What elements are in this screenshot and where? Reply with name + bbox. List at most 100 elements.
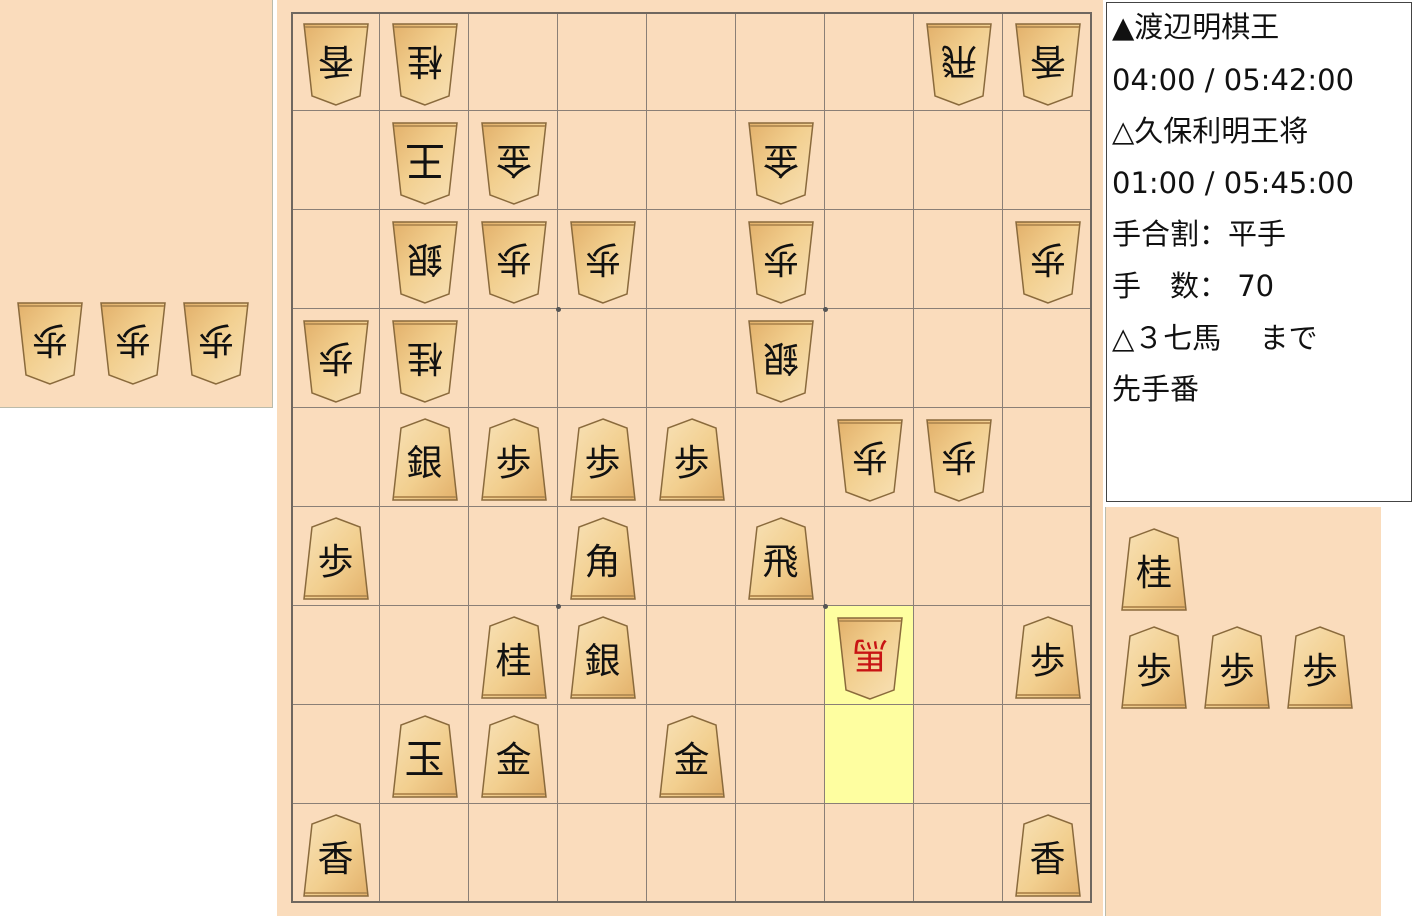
board-square[interactable] [825,408,914,507]
board-square[interactable] [558,804,647,903]
board-square[interactable] [469,606,558,705]
board-square[interactable] [825,705,914,804]
board-square[interactable] [647,705,736,804]
gote-piece[interactable]: 銀 [391,219,459,305]
board-square[interactable] [291,12,380,111]
board-square[interactable] [558,12,647,111]
board-square[interactable] [469,210,558,309]
board-square[interactable] [914,804,1003,903]
board-square[interactable] [380,408,469,507]
board-square[interactable] [469,12,558,111]
board-square[interactable] [380,804,469,903]
gote-piece[interactable]: 歩 [1014,219,1082,305]
board-square[interactable] [647,804,736,903]
board-square[interactable] [558,210,647,309]
board-square[interactable] [914,507,1003,606]
sente-piece[interactable]: 桂 [1120,527,1188,613]
board-square[interactable] [291,705,380,804]
board-square[interactable] [380,507,469,606]
shogi-board[interactable]: 香桂飛香王金金銀歩歩歩歩歩桂銀銀歩歩歩歩歩歩角飛桂銀馬歩玉金金香香 [291,12,1092,903]
gote-piece[interactable]: 歩 [925,417,993,503]
board-square[interactable] [647,12,736,111]
board-square[interactable] [736,804,825,903]
board-square[interactable] [736,210,825,309]
gote-piece[interactable]: 桂 [391,318,459,404]
gote-piece[interactable]: 歩 [569,219,637,305]
sente-piece[interactable]: 歩 [1120,625,1188,711]
sente-piece[interactable]: 歩 [1203,625,1271,711]
gote-piece[interactable]: 歩 [99,300,167,386]
gote-piece[interactable]: 歩 [16,300,84,386]
gote-piece[interactable]: 香 [1014,21,1082,107]
gote-piece[interactable]: 香 [302,21,370,107]
board-square[interactable] [647,210,736,309]
board-square[interactable] [1003,705,1092,804]
board-square[interactable] [380,705,469,804]
board-square[interactable] [558,408,647,507]
sente-piece[interactable]: 角 [569,516,637,602]
sente-piece[interactable]: 歩 [480,417,548,503]
board-square[interactable] [736,705,825,804]
board-square[interactable] [914,210,1003,309]
board-square[interactable] [380,606,469,705]
sente-piece[interactable]: 歩 [1014,615,1082,701]
gote-piece[interactable]: 歩 [747,219,815,305]
sente-piece[interactable]: 玉 [391,714,459,800]
board-square[interactable] [914,309,1003,408]
board-square[interactable] [469,111,558,210]
board-square[interactable] [469,705,558,804]
sente-piece[interactable]: 歩 [1286,625,1354,711]
sente-piece[interactable]: 歩 [302,516,370,602]
board-square[interactable] [380,210,469,309]
board-square[interactable] [647,507,736,606]
sente-piece[interactable]: 金 [480,714,548,800]
board-square[interactable] [380,309,469,408]
board-square[interactable] [647,408,736,507]
board-square[interactable] [1003,111,1092,210]
sente-piece[interactable]: 香 [302,813,370,899]
board-square[interactable] [647,111,736,210]
sente-piece[interactable]: 桂 [480,615,548,701]
gote-piece[interactable]: 金 [480,120,548,206]
board-square[interactable] [558,606,647,705]
board-square[interactable] [291,507,380,606]
board-square[interactable] [825,12,914,111]
board-square[interactable] [914,12,1003,111]
board-square[interactable] [469,309,558,408]
board-square[interactable] [825,210,914,309]
sente-piece[interactable]: 歩 [658,417,726,503]
board-square[interactable] [736,606,825,705]
board-square[interactable] [469,408,558,507]
sente-piece[interactable]: 香 [1014,813,1082,899]
gote-piece[interactable]: 金 [747,120,815,206]
board-square[interactable] [291,309,380,408]
board-square[interactable] [380,12,469,111]
board-square[interactable] [736,12,825,111]
board-square[interactable] [558,309,647,408]
board-square[interactable] [469,804,558,903]
board-square[interactable] [1003,408,1092,507]
board-square[interactable] [825,111,914,210]
board-square[interactable] [380,111,469,210]
board-square[interactable] [914,111,1003,210]
sente-piece[interactable]: 飛 [747,516,815,602]
gote-piece[interactable]: 歩 [182,300,250,386]
board-square[interactable] [647,309,736,408]
board-square[interactable] [825,804,914,903]
gote-piece[interactable]: 歩 [302,318,370,404]
board-square[interactable] [291,606,380,705]
board-square[interactable] [1003,309,1092,408]
board-square[interactable] [558,705,647,804]
board-square[interactable] [736,507,825,606]
board-square[interactable] [736,309,825,408]
board-square[interactable] [1003,507,1092,606]
board-square[interactable] [291,111,380,210]
board-square[interactable] [647,606,736,705]
sente-piece[interactable]: 銀 [391,417,459,503]
board-square[interactable] [914,705,1003,804]
gote-piece[interactable]: 歩 [480,219,548,305]
sente-piece[interactable]: 金 [658,714,726,800]
gote-piece[interactable]: 馬 [836,615,904,701]
board-square[interactable] [291,408,380,507]
gote-piece[interactable]: 歩 [836,417,904,503]
